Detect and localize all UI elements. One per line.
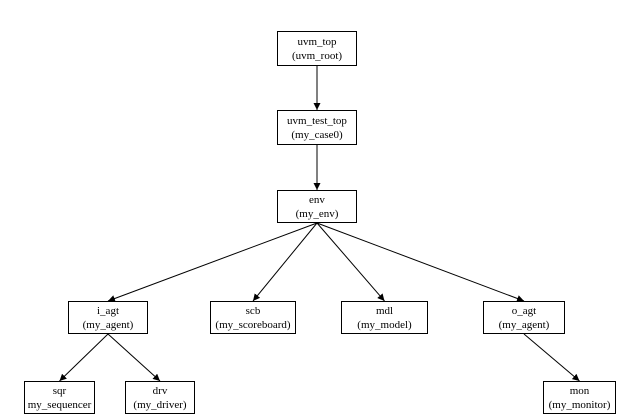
node-mdl: mdl (my_model) (341, 301, 428, 334)
node-name: drv (152, 384, 168, 397)
node-type: (my_agent) (498, 318, 550, 331)
node-type: (my_driver) (133, 398, 187, 411)
node-type: (uvm_root) (291, 49, 343, 62)
node-type: (my_env) (295, 207, 339, 220)
edge-env-to-scb (252, 222, 318, 302)
edge-env-to-o_agt (316, 222, 525, 302)
node-drv: drv (my_driver) (125, 381, 195, 414)
node-uvm-test-top: uvm_test_top (my_case0) (277, 110, 357, 145)
node-name: scb (245, 304, 261, 317)
node-env: env (my_env) (277, 190, 357, 223)
node-name: o_agt (511, 304, 537, 317)
edge-o_agt-to-mon (523, 333, 580, 382)
edge-i_agt-to-drv (107, 333, 161, 382)
node-name: i_agt (97, 304, 119, 317)
node-type: (my_case0) (291, 128, 343, 141)
node-type: my_sequencer (27, 398, 92, 411)
node-sqr: sqr my_sequencer (24, 381, 95, 414)
node-name: sqr (52, 384, 67, 397)
node-mon: mon (my_monitor) (543, 381, 616, 414)
node-i-agt: i_agt (my_agent) (68, 301, 148, 334)
edge-env-to-i_agt (107, 222, 318, 302)
node-scb: scb (my_scoreboard) (210, 301, 296, 334)
node-uvm-top: uvm_top (uvm_root) (277, 31, 357, 66)
edge-env-to-mdl (316, 222, 385, 302)
node-o-agt: o_agt (my_agent) (483, 301, 565, 334)
node-type: (my_monitor) (548, 398, 611, 411)
edge-i_agt-to-sqr (59, 333, 109, 382)
node-name: env (309, 193, 325, 206)
node-name: uvm_test_top (287, 114, 347, 127)
node-name: mon (569, 384, 590, 397)
node-name: mdl (375, 304, 394, 317)
node-type: (my_model) (357, 318, 412, 331)
node-type: (my_scoreboard) (215, 318, 291, 331)
node-name: uvm_top (297, 35, 337, 48)
node-type: (my_agent) (82, 318, 134, 331)
